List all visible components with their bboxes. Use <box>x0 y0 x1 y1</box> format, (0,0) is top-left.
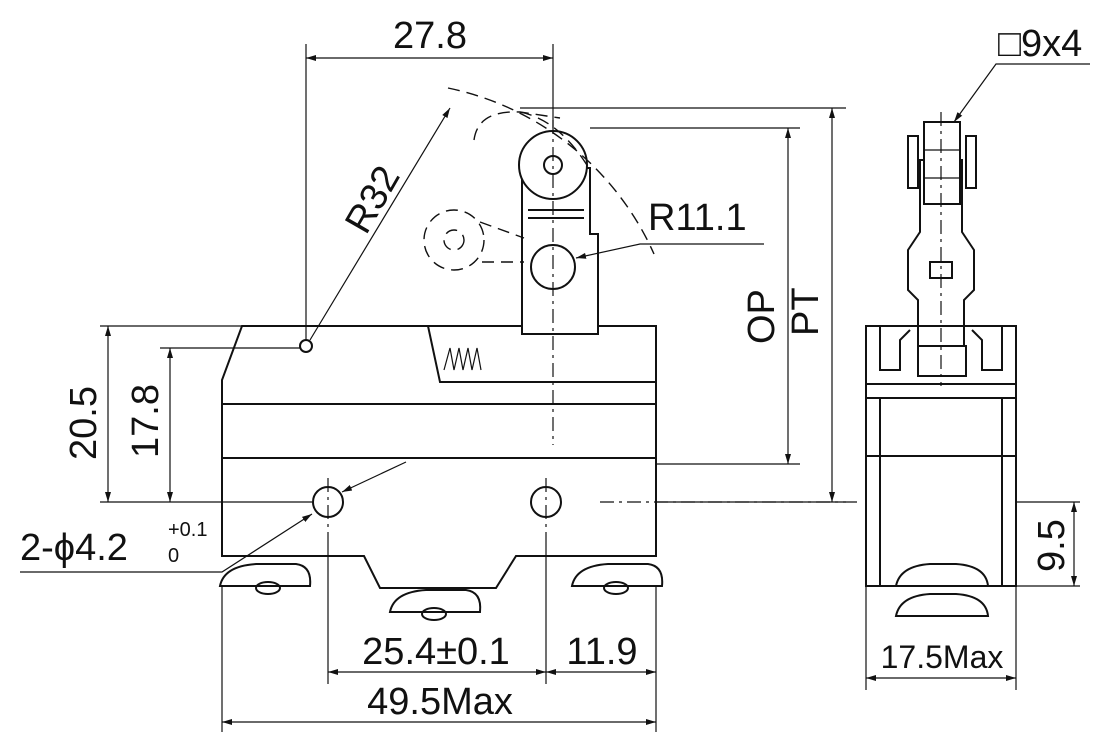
label-mount-tol-lower: 0 <box>168 545 179 567</box>
label-17-8: 17.8 <box>125 384 167 458</box>
label-pt: PT <box>785 287 827 336</box>
label-25-4: 25.4±0.1 <box>362 631 510 673</box>
dim-17-5: 17.5Max <box>865 586 1017 690</box>
label-17-5: 17.5Max <box>881 639 1004 675</box>
dim-27-8: 27.8 <box>305 15 554 340</box>
label-49-5: 49.5Max <box>367 681 513 723</box>
label-roller-size: □9x4 <box>998 23 1082 65</box>
label-r32: R32 <box>337 159 408 240</box>
label-r11-1: R11.1 <box>648 197 747 239</box>
label-op: OP <box>741 289 783 344</box>
dim-mount-holes: 2-ϕ4.2 +0.1 0 <box>20 461 407 573</box>
label-27-8: 27.8 <box>393 15 467 57</box>
dim-9-5: 9.5 <box>1016 501 1080 587</box>
terminal-right <box>570 563 664 587</box>
dim-r32: R32 <box>309 107 451 341</box>
switch-body <box>221 325 657 589</box>
lever-pivot <box>299 339 313 353</box>
dim-bottom: 25.4±0.1 11.9 49.5Max <box>221 532 657 732</box>
terminal-middle <box>388 589 482 613</box>
side-view <box>865 112 1017 617</box>
dim-op-pt: OP PT <box>520 107 846 503</box>
roller-alt-position <box>423 209 485 271</box>
label-11-9: 11.9 <box>566 631 637 673</box>
dim-heights-left: 20.5 17.8 <box>63 325 312 503</box>
label-9-5: 9.5 <box>1031 519 1073 572</box>
dim-roller-size: □9x4 <box>953 23 1090 123</box>
label-mount-tol-upper: +0.1 <box>168 519 207 541</box>
label-mount-holes: 2-ϕ4.2 <box>20 527 128 569</box>
dim-r11-1: R11.1 <box>575 197 764 259</box>
spring <box>443 347 482 371</box>
terminal-left <box>218 563 312 587</box>
label-20-5: 20.5 <box>63 386 105 460</box>
side-roller <box>923 121 961 205</box>
front-view <box>218 87 664 621</box>
